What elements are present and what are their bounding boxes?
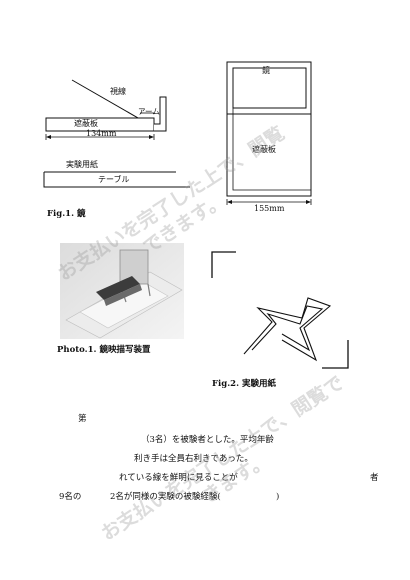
photo1-caption: Photo.1. 鏡映描写装置: [57, 345, 151, 355]
body-line-4-end: 者: [370, 473, 379, 483]
experiment-paper-label: 実験用紙: [66, 160, 98, 169]
table-outline: [43, 172, 190, 188]
shield-plate-label: 遮蔽板: [74, 119, 98, 128]
body-line-1: 第: [78, 414, 87, 424]
shield-plate-topview: [226, 113, 312, 197]
width-134mm-label: 134mm: [86, 129, 117, 138]
shield-plate-topview-label: 遮蔽板: [252, 145, 276, 154]
fig1-caption: Fig.1. 鏡: [47, 209, 86, 219]
line-of-sight-label: 視線: [110, 87, 126, 96]
body-line-5: 2名が同様の実験の被験経験(: [110, 492, 221, 502]
body-line-4: れている線を鮮明に見ることが: [119, 473, 238, 483]
fig2-caption: Fig.2. 実験用紙: [212, 379, 276, 389]
star-outline-inner: [251, 305, 324, 352]
body-line-2: （3名）を被験者とした。平均年齢: [141, 435, 274, 445]
body-line-5-start: 9名の: [59, 492, 82, 502]
body-line-3: 利き手は全員右利きであった。: [134, 454, 253, 464]
table-label: テーブル: [98, 175, 130, 184]
corner-mark-top-left: [211, 251, 236, 278]
width-155mm-label: 155mm: [254, 204, 285, 213]
arm-shape: [154, 96, 167, 132]
mirror-inner: [232, 67, 307, 109]
corner-mark-bottom-right: [322, 340, 349, 369]
mirror-label: 鏡: [262, 66, 270, 75]
body-line-5-end: ): [276, 492, 280, 502]
arm-label: アーム: [138, 107, 160, 116]
star-outline-outer: [243, 297, 332, 362]
